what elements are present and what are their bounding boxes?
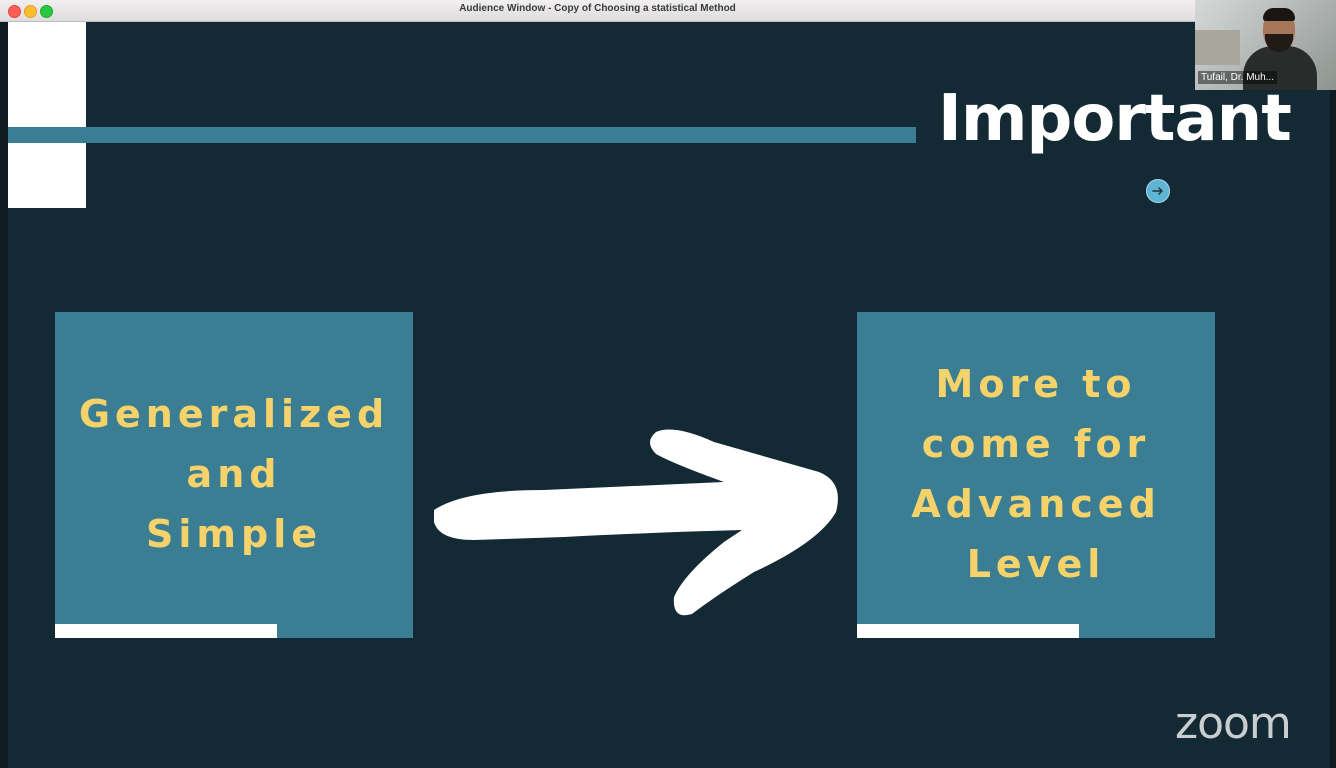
slide-heading: Important xyxy=(938,82,1292,156)
pointer-cursor-icon xyxy=(1146,179,1170,203)
zoom-logo: zoom xyxy=(1175,698,1292,749)
window-titlebar[interactable]: Audience Window - Copy of Choosing a sta… xyxy=(0,0,1195,22)
video-background xyxy=(1195,30,1240,65)
advanced-line-1: More to xyxy=(935,362,1137,406)
generalized-box-text: Generalized and Simple xyxy=(55,384,413,564)
maximize-window-button[interactable] xyxy=(40,5,53,18)
box-underline xyxy=(857,624,1079,638)
participant-body xyxy=(1243,46,1317,90)
close-window-button[interactable] xyxy=(8,5,21,18)
participant-name-label: Tufail, Dr. Muh... xyxy=(1198,71,1277,84)
participant-video-tile[interactable]: Tufail, Dr. Muh... xyxy=(1195,0,1336,90)
window-title: Audience Window - Copy of Choosing a sta… xyxy=(459,3,736,14)
minimize-window-button[interactable] xyxy=(24,5,37,18)
advanced-line-3: Advanced xyxy=(911,482,1161,526)
advanced-line-2: come for xyxy=(921,422,1151,466)
generalized-line-2: and xyxy=(186,452,282,496)
participant-beard xyxy=(1265,34,1293,52)
generalized-box: Generalized and Simple xyxy=(55,312,413,638)
advanced-line-4: Level xyxy=(966,542,1106,586)
box-underline xyxy=(55,624,277,638)
decorative-teal-bar xyxy=(8,127,916,143)
generalized-line-1: Generalized xyxy=(78,392,390,436)
shared-slide: Important Generalized and Simple More to… xyxy=(8,22,1330,768)
advanced-box-text: More to come for Advanced Level xyxy=(857,354,1215,594)
right-arrow-icon xyxy=(434,429,838,616)
advanced-box: More to come for Advanced Level xyxy=(857,312,1215,638)
participant-hair xyxy=(1263,8,1295,21)
generalized-line-3: Simple xyxy=(146,512,322,556)
decorative-white-block xyxy=(8,22,86,208)
